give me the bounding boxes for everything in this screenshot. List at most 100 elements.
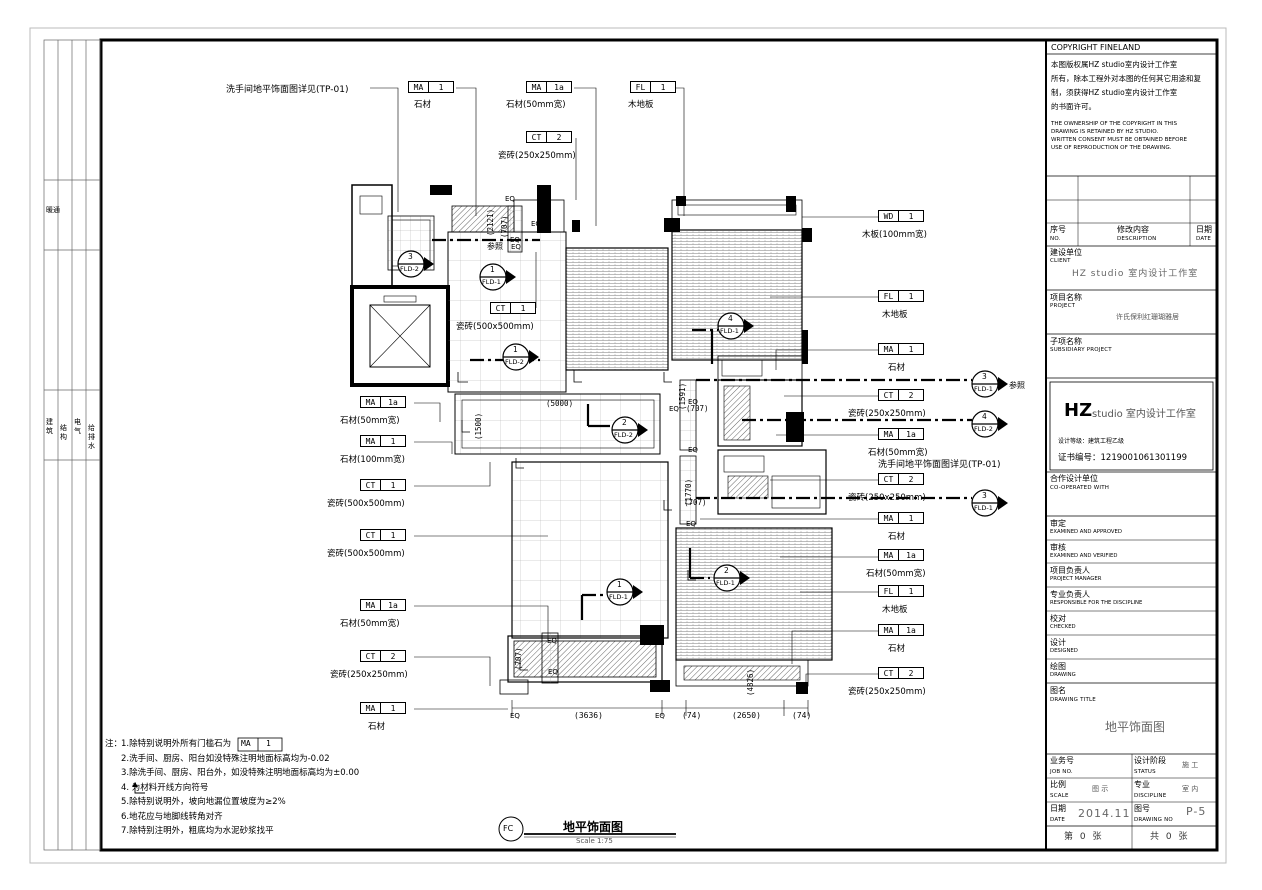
rev-date-en: DATE [1196,236,1212,242]
logo-grade: 设计等级：建筑工程乙级 [1058,438,1125,445]
copyright-line: 本图版权属HZ studio室内设计工作室 [1051,60,1178,69]
copyright-line-en: THE OWNERSHIP OF THE COPYRIGHT IN THIS [1051,121,1178,127]
callout-num: 1 [908,587,914,596]
eq-label: EQ [531,220,541,228]
copyright-line-en: USE OF REPRODUCTION OF THE DRAWING. [1051,145,1172,151]
dim-inner: (707) [514,647,523,670]
notes-tag-box [237,737,283,752]
role-label-en: DESIGNED [1050,648,1078,654]
callout-code: MA [527,82,547,92]
callout-code: CT [491,303,511,313]
bubble-num: 3 [982,372,987,381]
role-label: 审核 [1050,543,1066,552]
status-label-en: STATUS [1134,769,1156,775]
rev-desc-en: DESCRIPTION [1117,236,1157,242]
callout-num: 1 [390,481,396,490]
callout-text: 木地板 [628,100,654,110]
bubble-num: 4 [982,412,987,421]
eq-label: EQ [505,195,515,203]
eq-label: EQ [511,243,521,251]
callout-code: MA [879,513,899,523]
role-label: 设计 [1050,638,1066,647]
client-label: 建设单位 [1050,248,1082,257]
callout-num: 1 [390,437,396,446]
status-value: 施 工 [1182,761,1199,769]
callout-num: 2 [908,669,914,678]
eq-label: EQ [688,398,698,406]
callout-num: 1 [908,514,914,523]
date-label-en: DATE [1050,817,1066,823]
callout-num: 1a [388,398,398,407]
callout-tag: MA 1 [878,512,924,524]
callout-text: 瓷砖(250x250mm) [848,493,926,503]
detail-bubble [397,250,425,278]
callout-num: 2 [908,475,914,484]
callout-text: 木地板 [882,605,908,615]
strip-label: 给排水 [88,424,95,450]
rev-no-cn: 序号 [1050,225,1066,234]
outer-border [29,27,1227,864]
dim-inner: (707) [500,215,509,238]
wash-detail-top: 洗手间地平饰面图详见(TP-01) [226,85,349,95]
callout-code: MA [361,397,381,407]
eq-label: EQ [688,446,698,454]
dwg-no-value: P-5 [1186,805,1207,818]
bubble-sheet: FLD-1 [720,327,739,335]
callout-tag: MA 1 [878,343,924,355]
discipline-label: 专业 [1134,780,1150,789]
note-item: 1.除特别说明外所有门槛石为 [121,739,232,749]
inner-border [99,38,1219,852]
note-item: 2.洗手间、厨房、阳台如没特殊注明地面标高均为-0.02 [121,753,330,764]
discipline-value: 室 内 [1182,785,1199,793]
callout-num: 1 [908,345,914,354]
ref-top: 参照 [487,242,503,251]
subsidiary-label-en: SUBSIDIARY PROJECT [1050,347,1112,353]
title-symbol [498,816,676,842]
logo-text: studio 室内设计工作室 [1092,409,1196,420]
callout-text: 石材(50mm宽) [868,448,928,458]
callout-text: 木板(100mm宽) [862,230,927,240]
role-label: 校对 [1050,614,1066,623]
page-total: 共 0 张 [1150,832,1190,842]
callout-num: 1 [908,212,914,221]
callout-num: 2 [556,133,562,142]
bubble-sheet: FLD-2 [400,265,419,273]
callout-num: 1a [906,551,916,560]
copyright-line: 的书面许可。 [1051,102,1096,111]
copyright-line-en: DRAWING IS RETAINED BY HZ STUDIO. [1051,129,1159,135]
corner-markers [457,370,696,671]
date-label: 日期 [1050,804,1066,813]
dim-inner: (1500) [474,412,483,440]
dim-bottom: (3636) [574,711,603,720]
callout-code: MA [879,429,899,439]
strip-label: 建筑 [46,418,53,435]
callout-code: FL [879,586,899,596]
eq-label: EQ [655,712,665,720]
callout-text: 瓷砖(250x250mm) [848,409,926,419]
role-label-en: PROJECT MANAGER [1050,576,1102,582]
callout-code: FL [631,82,651,92]
detail-bubble [971,410,999,438]
callout-num: 1 [390,531,396,540]
rev-date-cn: 日期 [1196,225,1212,234]
dim-inner: (5000) [546,399,574,408]
callout-num: 1 [438,83,444,92]
logo-mark: HZ [1064,400,1093,421]
bubble-sheet: FLD-1 [974,504,993,512]
role-label-en: RESPONSIBLE FOR THE DISCIPLINE [1050,600,1143,606]
callout-code: MA [879,344,899,354]
callout-num: 1 [390,704,396,713]
bubble-sheet: FLD-1 [609,593,628,601]
role-label: 项目负责人 [1050,566,1090,575]
dwg-no-label: 图号 [1134,804,1150,813]
title-block-frame [1045,40,1217,850]
